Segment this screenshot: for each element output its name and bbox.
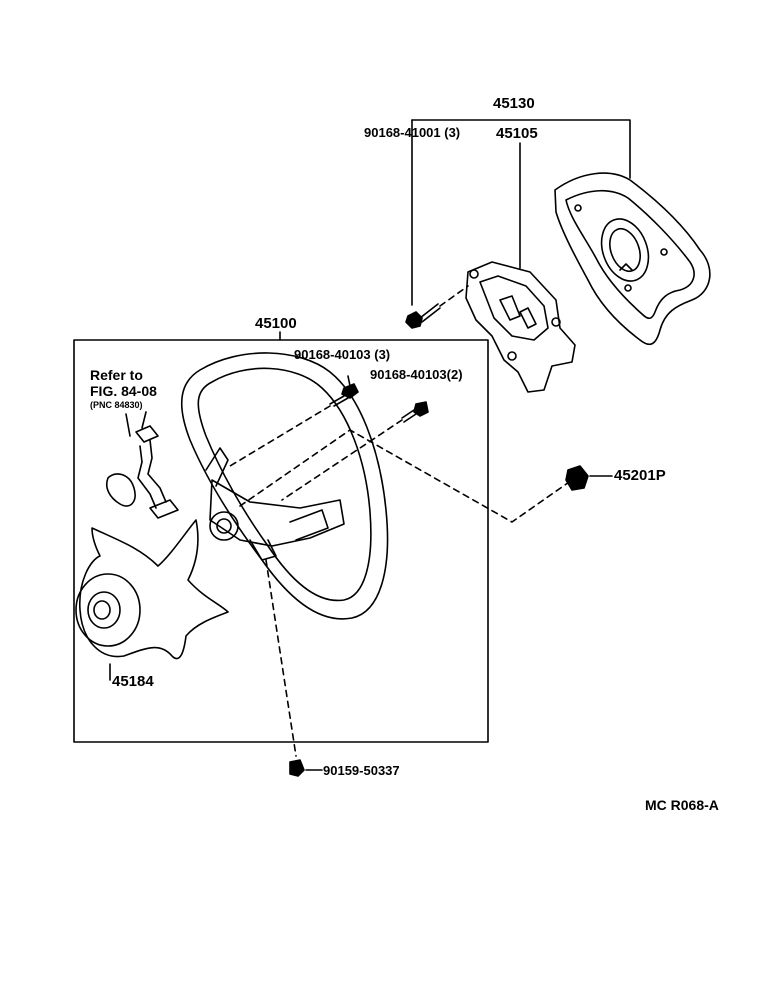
part-label-90168-40103-3: 90168-40103 (3) — [294, 347, 391, 362]
ref-leader — [141, 411, 147, 429]
reference-line-3: (PNC 84830) — [90, 400, 143, 410]
bolt-90168-41001 — [405, 285, 469, 329]
part-label-45105: 45105 — [496, 125, 538, 142]
part-label-45184: 45184 — [112, 673, 154, 690]
reference-line-1: Refer to — [90, 367, 143, 383]
part-label-90168-40103-2: 90168-40103(2) — [370, 367, 463, 382]
harness-part — [105, 413, 179, 519]
part-label-45130: 45130 — [493, 95, 535, 112]
screw-90168-40103-2 — [281, 401, 429, 501]
pad-bracket-part — [465, 261, 576, 393]
nut-leader — [239, 429, 613, 523]
lower-cover-part — [75, 519, 229, 681]
bolt-90159-50337 — [265, 559, 323, 777]
figure-code: MC R068-A — [645, 797, 719, 813]
screw-90168-40103-3 — [229, 375, 359, 467]
part-label-90159-50337: 90159-50337 — [323, 763, 400, 778]
part-label-90168-41001: 90168-41001 (3) — [364, 125, 461, 140]
part-label-45100: 45100 — [255, 315, 297, 332]
steering-wheel-part — [180, 352, 389, 620]
reference-line-2: FIG. 84-08 — [90, 383, 157, 399]
part-label-45201P: 45201P — [614, 467, 666, 484]
assembly-box — [73, 339, 489, 743]
leader-45130 — [411, 119, 631, 306]
rear-cover-part — [554, 172, 711, 346]
